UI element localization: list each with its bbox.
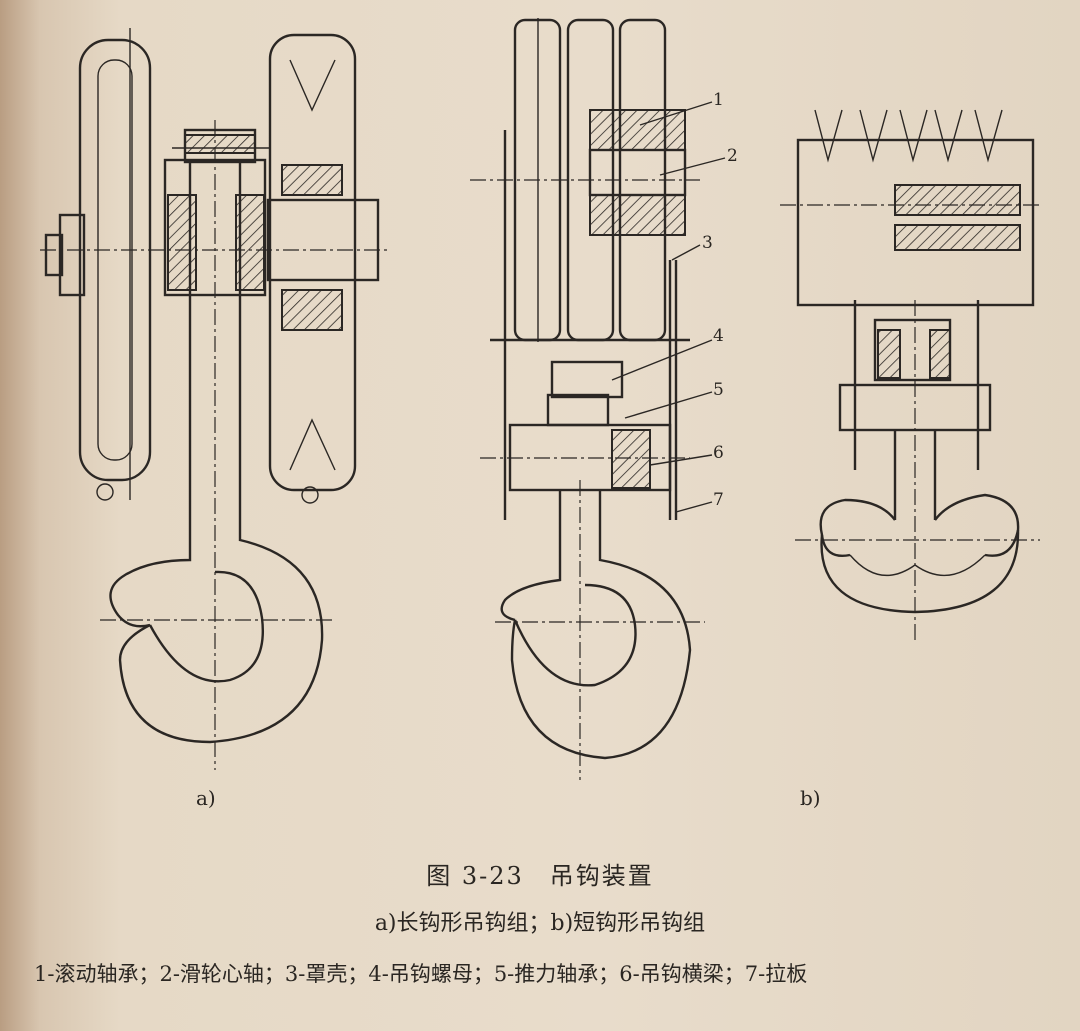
subfigure-label-a: a) <box>196 786 216 810</box>
hook-b <box>495 480 705 780</box>
callout-6: 6 <box>713 443 724 463</box>
crossbeam-b <box>480 360 690 492</box>
figure-caption-legend: 1-滚动轴承；2-滑轮心轴；3-罩壳；4-吊钩螺母；5-推力轴承；6-吊钩横梁；… <box>34 962 808 986</box>
callout-4: 4 <box>713 326 724 346</box>
callout-leaders <box>611 101 726 513</box>
callout-7: 7 <box>713 490 724 510</box>
left-pulley-a <box>44 28 152 501</box>
callout-2: 2 <box>727 146 738 166</box>
figure-caption-subtitle: a)长钩形吊钩组；b)短钩形吊钩组 <box>374 911 706 936</box>
right-pulley-a <box>266 33 380 504</box>
figure-a-long-hook-block <box>40 28 390 770</box>
hook-assembly-drawing <box>40 18 1040 780</box>
figure-b-middle-hook-block <box>470 18 726 780</box>
pulley-row-b <box>780 109 1040 307</box>
pulley-stack-b <box>470 18 700 342</box>
callout-5: 5 <box>713 380 724 400</box>
figure-caption-title: 图 3-23 吊钩装置 <box>426 862 654 890</box>
subfigure-label-b: b) <box>800 786 821 810</box>
nut-and-crossbeam-b <box>838 300 992 470</box>
figure-b-right-hook-block <box>780 109 1040 640</box>
crosshead-a <box>163 128 270 297</box>
hook-a <box>100 120 335 770</box>
callout-3: 3 <box>702 233 713 253</box>
callout-1: 1 <box>713 90 724 110</box>
double-hook-b <box>795 300 1040 640</box>
